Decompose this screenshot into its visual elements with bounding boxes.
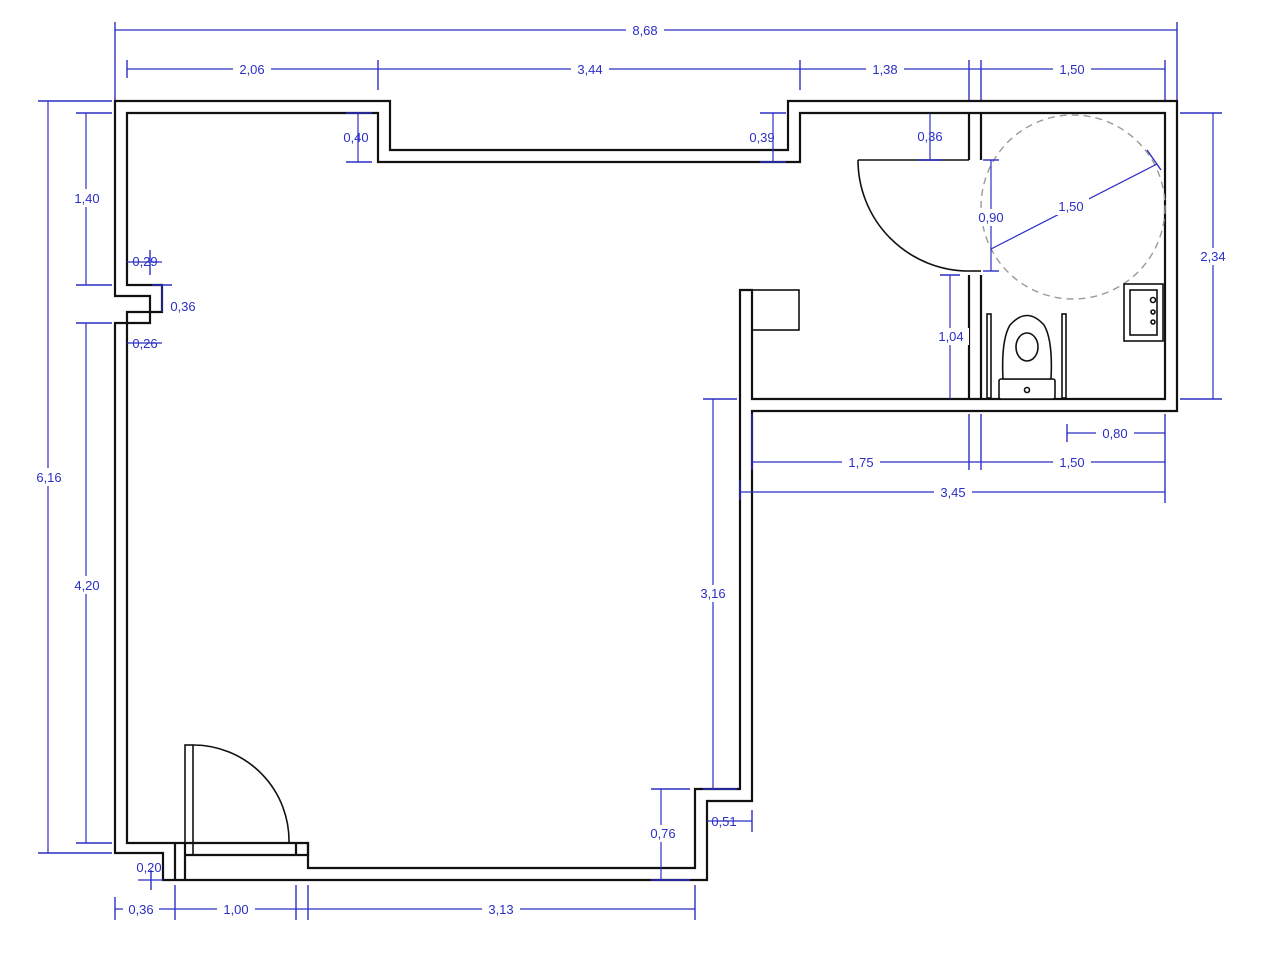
grab-bar-right [1061,313,1067,399]
turning-circle [980,114,1166,300]
bathroom-fixtures [980,114,1166,400]
dim-bathroom-height: 2,34 [1200,249,1225,264]
grab-bar-left [986,313,992,399]
bathroom-partition [967,113,983,399]
shaft-box [751,289,800,331]
dim-total-width: 8,68 [632,23,657,38]
dimension-labels: 8,68 2,06 3,44 1,38 1,50 6,16 1,40 4,20 … [30,22,1231,917]
dim-entrance-door: 1,00 [223,902,248,917]
dim-top-segment-4: 1,50 [1059,62,1084,77]
dim-bottom-right-3: 1,50 [1059,455,1084,470]
dim-bottom-segment: 3,13 [488,902,513,917]
sink-icon [1123,283,1164,342]
dim-left-upper: 1,40 [74,191,99,206]
dim-top-segment-1: 2,06 [239,62,264,77]
dim-bottom-right-1: 0,80 [1102,426,1127,441]
dim-bottom-right-2: 1,75 [848,455,873,470]
dim-bathroom-wall-lower: 1,04 [938,329,963,344]
dim-left-niche-depth: 0,36 [170,299,195,314]
toilet-icon [998,314,1056,400]
dim-bottom-step-width: 0,51 [711,814,736,829]
dim-top-step-2: 0,39 [749,130,774,145]
dim-bottom-left-offset: 0,36 [128,902,153,917]
dim-left-lower: 4,20 [74,578,99,593]
entrance-door-leaf [184,744,194,856]
dim-bathroom-door: 0,90 [978,210,1003,225]
dim-bottom-left-wall: 0,20 [136,860,161,875]
dim-top-step-1: 0,40 [343,130,368,145]
dim-bottom-right-total: 3,45 [940,485,965,500]
dim-top-step-3: 0,36 [917,129,942,144]
dim-bottom-step-height: 0,76 [650,826,675,841]
dim-top-segment-2: 3,44 [577,62,602,77]
dim-left-niche-top: 0,29 [132,254,157,269]
walls [113,99,1179,882]
bathroom-door-swing [857,159,970,272]
dimension-lines [38,22,1222,920]
dim-turning-circle: 1,50 [1058,199,1083,214]
dim-top-segment-3: 1,38 [872,62,897,77]
inner-wall [125,111,1167,870]
entrance-jamb [173,843,310,880]
dim-left-total-height: 6,16 [36,470,61,485]
entrance-door-swing [192,744,290,844]
dim-right-wall-height: 3,16 [700,586,725,601]
doors [184,159,981,856]
dim-left-niche-bottom: 0,26 [132,336,157,351]
outer-wall [113,99,1179,882]
